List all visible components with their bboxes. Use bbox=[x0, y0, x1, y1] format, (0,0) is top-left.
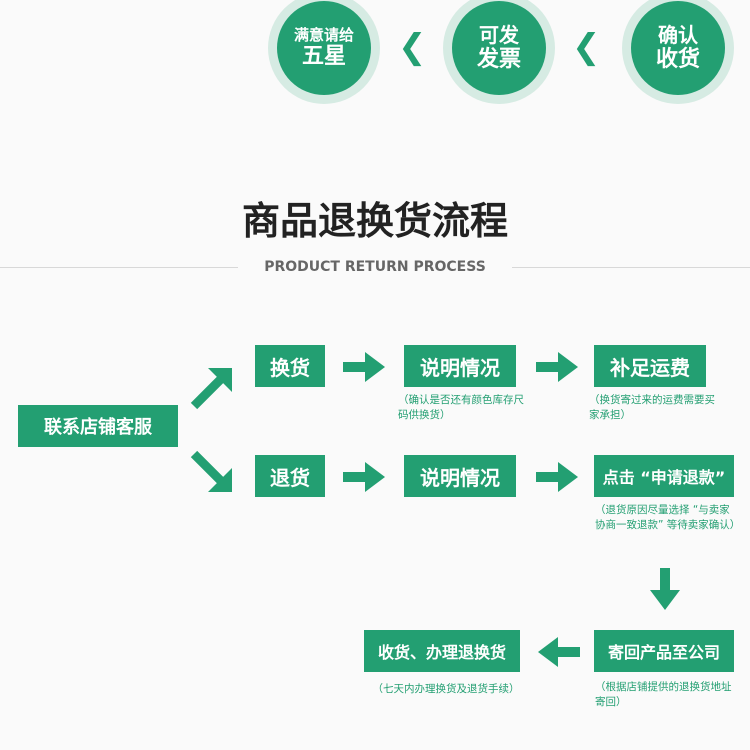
exchange-explain-note: （确认是否还有颜色库存尺码供换货） bbox=[398, 394, 524, 422]
refund-explain-box: 说明情况 bbox=[404, 455, 516, 497]
circle-line1: 确认 bbox=[658, 22, 698, 47]
arrow-right-icon bbox=[536, 462, 578, 492]
circle-line2: 发票 bbox=[476, 46, 521, 72]
send-back-box: 寄回产品至公司 bbox=[594, 630, 734, 672]
arrow-down-right-icon bbox=[190, 450, 232, 492]
contact-service-box: 联系店铺客服 bbox=[18, 405, 178, 447]
step-circle-invoice: 可发 发票 bbox=[443, 0, 555, 104]
arrow-down-icon bbox=[650, 568, 680, 610]
circle-line2: 收货 bbox=[655, 46, 700, 72]
apply-refund-note: （退货原因尽量选择 “与卖家协商一致退款” 等待卖家确认） bbox=[595, 504, 741, 532]
chevron-left-icon: ❮ bbox=[572, 27, 601, 67]
chevron-left-icon: ❮ bbox=[398, 27, 427, 67]
page-title: 商品退换货流程 bbox=[241, 199, 508, 243]
pay-shipping-note: （换货寄过来的运费需要买家承担） bbox=[589, 394, 715, 422]
divider bbox=[0, 267, 238, 268]
circle-line1: 满意请给 bbox=[293, 25, 354, 44]
exchange-explain-box: 说明情况 bbox=[404, 345, 516, 387]
arrow-right-icon bbox=[343, 462, 385, 492]
step-circle-five-star: 满意请给 五星 bbox=[268, 0, 380, 104]
refund-box: 退货 bbox=[255, 455, 325, 497]
exchange-box: 换货 bbox=[255, 345, 325, 387]
pay-shipping-box: 补足运费 bbox=[594, 345, 706, 387]
page-subtitle: PRODUCT RETURN PROCESS bbox=[264, 259, 486, 275]
send-back-note: （根据店铺提供的退换货地址寄回） bbox=[595, 681, 732, 709]
process-exchange-box: 收货、办理退换货 bbox=[364, 630, 520, 672]
circle-line1: 可发 bbox=[479, 22, 519, 47]
arrow-right-icon bbox=[536, 352, 578, 382]
step-circle-confirm: 确认 收货 bbox=[622, 0, 734, 104]
divider bbox=[512, 267, 750, 268]
arrow-left-icon bbox=[538, 637, 580, 667]
circle-line2: 五星 bbox=[301, 43, 346, 69]
arrow-right-icon bbox=[343, 352, 385, 382]
process-exchange-note: （七天内办理换货及退货手续） bbox=[372, 683, 520, 695]
apply-refund-box: 点击 “申请退款” bbox=[594, 455, 734, 497]
arrow-up-right-icon bbox=[190, 368, 232, 410]
